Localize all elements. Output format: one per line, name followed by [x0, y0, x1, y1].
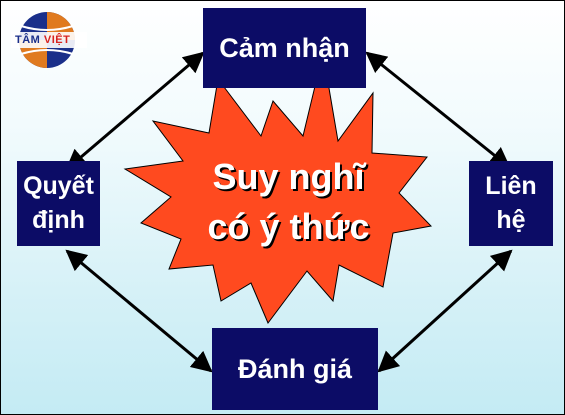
arrow-top-right	[365, 51, 511, 169]
node-lien-he-line-1: Liên	[485, 171, 537, 200]
arrow-top-left	[65, 51, 205, 171]
logo-globe-icon	[11, 12, 87, 68]
logo-text-tam: TÂM	[15, 34, 41, 46]
center-text-line-2: có ý thức	[207, 206, 370, 247]
node-lien-he-line-2: hệ	[496, 205, 526, 234]
node-quyet-dinh-line-1: Quyết	[23, 171, 94, 200]
node-lien-he: Liên hệ	[469, 161, 553, 246]
arrow-bottom-right	[377, 249, 513, 373]
center-text-line-1: Suy nghĩ	[212, 156, 365, 197]
node-cam-nhan-label: Cảm nhận	[219, 32, 350, 63]
node-danh-gia: Đánh giá	[212, 328, 378, 410]
arrow-bottom-left	[65, 249, 213, 373]
node-quyet-dinh-line-2: định	[32, 205, 85, 234]
logo-text-viet: VIỆT	[43, 34, 71, 46]
node-danh-gia-label: Đánh giá	[237, 353, 352, 384]
tam-viet-logo: TÂM VIỆT	[7, 4, 89, 76]
node-quyet-dinh: Quyết định	[17, 161, 100, 246]
node-cam-nhan: Cảm nhận	[203, 8, 366, 88]
logo-text: TÂM VIỆT	[15, 34, 70, 46]
